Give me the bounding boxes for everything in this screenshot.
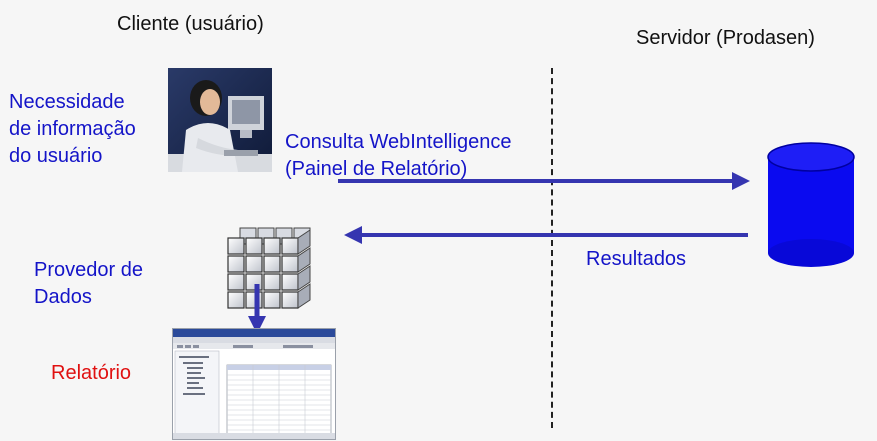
client-title: Cliente (usuário) [117, 13, 264, 35]
report-label: Relatório [51, 362, 132, 384]
query-text-line2: (Painel de Relatório) [285, 158, 468, 180]
provider-text-line1: Provedor de [34, 259, 143, 281]
user-at-computer-icon [168, 68, 272, 172]
provider-text-line2: Dados [34, 286, 92, 308]
query-arrow [338, 172, 750, 190]
provider-to-report-arrow [248, 284, 266, 334]
data-cube-icon [227, 227, 311, 309]
need-text-line1: Necessidade [9, 91, 125, 113]
database-cylinder-icon [767, 142, 855, 267]
need-text-line3: do usuário [9, 145, 103, 167]
query-text-line1: Consulta WebIntelligence [285, 131, 512, 153]
report-window-icon [172, 328, 336, 440]
results-arrow [344, 226, 748, 244]
results-label: Resultados [586, 248, 687, 270]
need-text-line2: de informação [9, 118, 136, 140]
server-title: Servidor (Prodasen) [636, 27, 815, 49]
client-server-divider [551, 68, 553, 428]
